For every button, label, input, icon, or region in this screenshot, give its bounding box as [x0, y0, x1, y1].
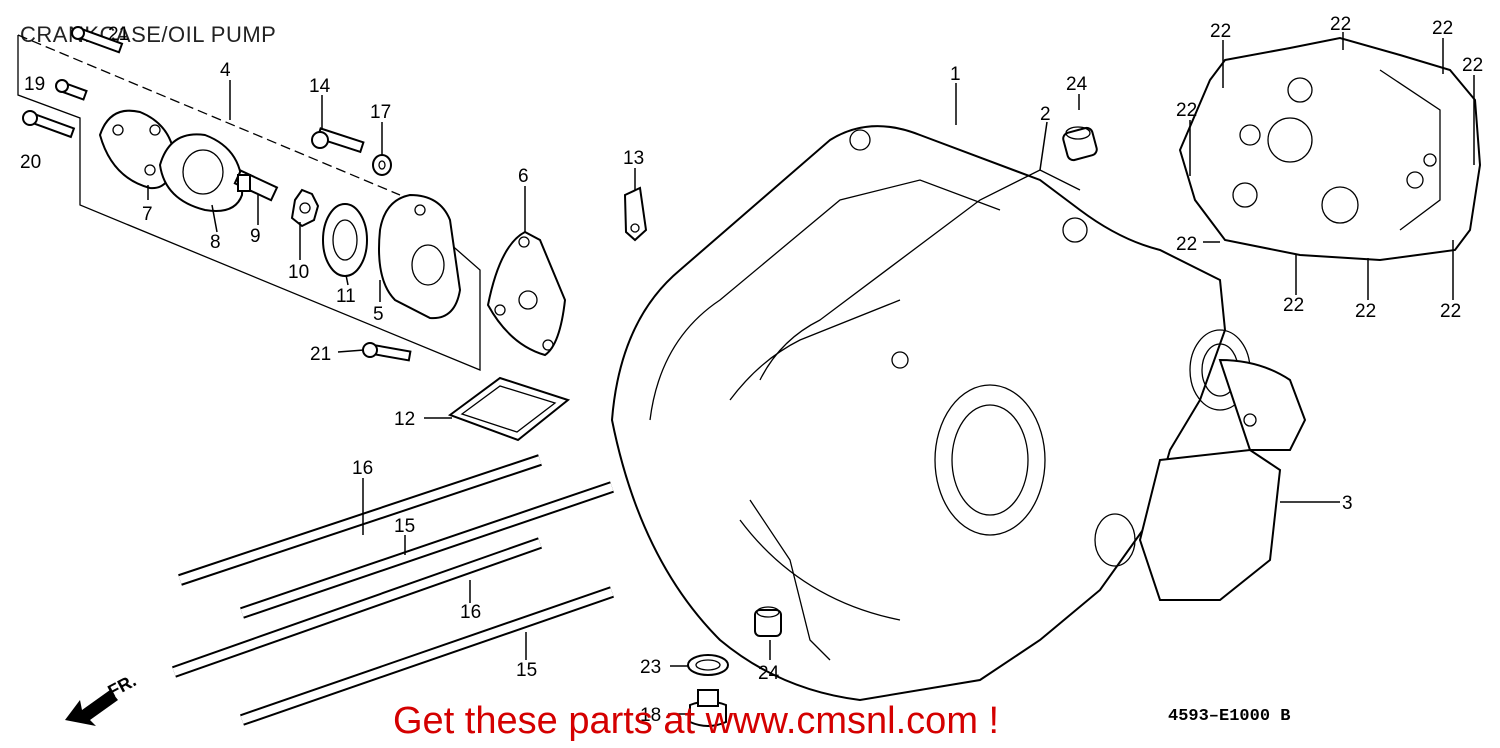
callout-22a: 22 [1210, 21, 1231, 42]
bolt-14 [311, 127, 365, 154]
callout-19: 19 [24, 74, 45, 95]
callout-22d: 22 [1462, 55, 1483, 76]
inner-rotor-10 [290, 188, 320, 228]
oil-pump-group-dash [17, 34, 401, 196]
callout-12: 12 [394, 409, 415, 430]
callout-16a: 16 [352, 458, 373, 479]
leader-lines [147, 32, 1475, 715]
outer-rotor-11 [322, 203, 368, 277]
stud-bolt-16-lower [172, 537, 542, 678]
pump-shaft-9 [233, 169, 279, 202]
strainer-12 [447, 376, 571, 442]
callout-18: 18 [640, 705, 661, 726]
callout-11: 11 [336, 286, 356, 307]
callout-15a: 15 [394, 516, 415, 537]
arrow-front-icon: FR. [65, 670, 139, 726]
callout-22b: 22 [1330, 14, 1351, 35]
promo-link-text[interactable]: Get these parts at www.cmsnl.com ! [393, 700, 1000, 742]
callout-3: 3 [1342, 493, 1353, 514]
bolt-19 [55, 79, 88, 101]
callout-10: 10 [288, 262, 309, 283]
oil-pump-body-5 [378, 193, 462, 320]
clamp-13 [623, 186, 648, 242]
callout-22c: 22 [1432, 18, 1453, 39]
callout-2: 2 [1040, 104, 1051, 125]
callout-23: 23 [640, 657, 661, 678]
callout-22i: 22 [1440, 301, 1461, 322]
callout-20: 20 [20, 152, 41, 173]
callout-13: 13 [623, 148, 644, 169]
drain-bolt-18 [689, 689, 727, 727]
crankcase-gasket [1178, 36, 1482, 262]
callout-24a: 24 [1066, 74, 1088, 95]
plate-6 [486, 230, 567, 357]
crankcase-1 [610, 125, 1251, 702]
oil-pump-group-bracket [17, 35, 481, 371]
diagram-code: 4593–E1000 B [1168, 707, 1291, 726]
callout-22h: 22 [1355, 301, 1376, 322]
callout-1: 1 [950, 64, 961, 85]
callout-8: 8 [210, 232, 221, 253]
bolt-21-lower [362, 342, 412, 362]
bolt-20 [22, 110, 76, 139]
callout-4: 4 [220, 60, 231, 81]
diagram-title: CRANKCASE/OIL PUMP [20, 22, 277, 47]
callout-6: 6 [518, 166, 529, 187]
dowel-pin-24-bottom [754, 606, 782, 637]
washer-23 [687, 654, 729, 676]
bolt-21-top [71, 26, 124, 54]
gasket-2 [749, 169, 1081, 661]
stud-bolt-15-lower [240, 586, 614, 726]
callout-22f: 22 [1176, 234, 1197, 255]
crankcase-right-3 [1138, 358, 1307, 601]
gasket-8 [158, 133, 244, 212]
washer-17 [372, 154, 392, 176]
callout-16b: 16 [460, 602, 481, 623]
callout-labels: 21 19 20 4 7 8 9 10 11 5 14 17 21 6 13 1… [20, 14, 1483, 726]
callout-14: 14 [309, 76, 331, 97]
callout-17: 17 [370, 102, 391, 123]
callout-21a: 21 [108, 24, 129, 45]
callout-22e: 22 [1176, 100, 1197, 121]
callout-15b: 15 [516, 660, 537, 681]
callout-9: 9 [250, 226, 261, 247]
callout-7: 7 [142, 204, 153, 225]
callout-22g: 22 [1283, 295, 1304, 316]
stud-bolt-16-upper [178, 454, 542, 586]
dowel-pin-24-top [1062, 126, 1098, 162]
callout-5: 5 [373, 304, 384, 325]
callout-24b: 24 [758, 663, 780, 684]
stud-bolt-15-upper [240, 481, 614, 619]
callout-21b: 21 [310, 344, 331, 365]
